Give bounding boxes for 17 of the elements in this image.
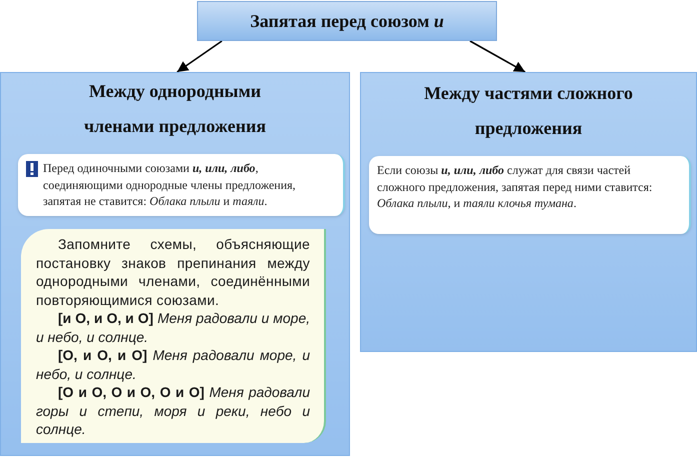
scheme-example: [О, и О, и О] Меня радовали море, и небо, и солнце. bbox=[36, 346, 310, 383]
arrow bbox=[176, 40, 222, 73]
title-text: Запятая перед союзом и bbox=[250, 10, 444, 32]
scheme-intro: Запомните схемы, объясняющие постановку знаков препинания между однородными членами, соединёнными повторяющимися союзами. bbox=[36, 235, 310, 309]
rule-text: Перед одиночными союзами и, или, либо, соединяющими однородные члены предложения, запятая не ставится: Облака плыли и таяли. bbox=[43, 160, 297, 210]
scheme-card bbox=[21, 229, 326, 443]
rule-text: Если союзы и, или, либо служат для связи частей сложного предложения, запятая перед ними ставится: Облака плыли, и таяли клочья тумана. bbox=[377, 162, 654, 212]
arrow bbox=[470, 40, 526, 73]
panel-heading: Между однородными членами предложения bbox=[83, 80, 267, 138]
category-panel bbox=[0, 72, 350, 456]
category-panel bbox=[360, 72, 697, 352]
rule-card bbox=[18, 154, 345, 216]
title-box bbox=[197, 1, 497, 41]
scheme-example: [О и О, О и О, О и О] Меня радовали горы и степи, моря и реки, небо и солнце. bbox=[36, 383, 310, 438]
rule-card bbox=[369, 156, 691, 234]
panel-heading: Между частями сложного предложения bbox=[423, 82, 634, 140]
scheme-example: [и О, и О, и О] Меня радовали и море, и небо, и солнце. bbox=[36, 309, 310, 346]
